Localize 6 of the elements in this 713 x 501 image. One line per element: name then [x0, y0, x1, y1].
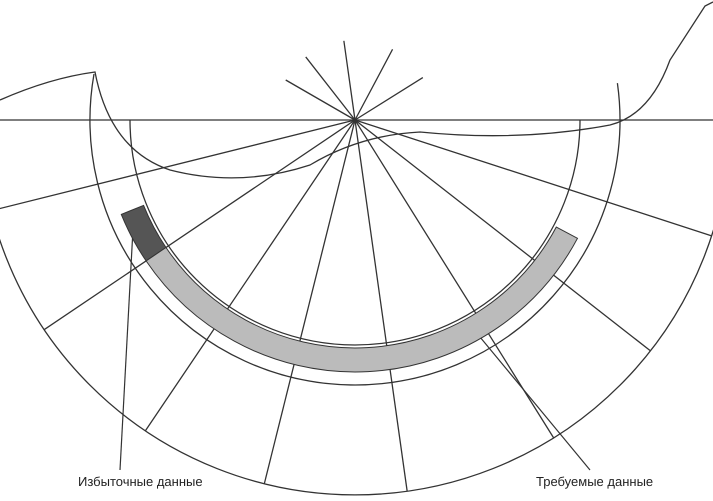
callout-label: Избыточные данные — [78, 474, 203, 489]
callout-label: Требуемые данные — [536, 474, 654, 489]
band-segment — [146, 226, 578, 372]
shaded-segment — [120, 204, 166, 262]
leader-line — [119, 238, 134, 470]
leader-line — [480, 338, 590, 470]
